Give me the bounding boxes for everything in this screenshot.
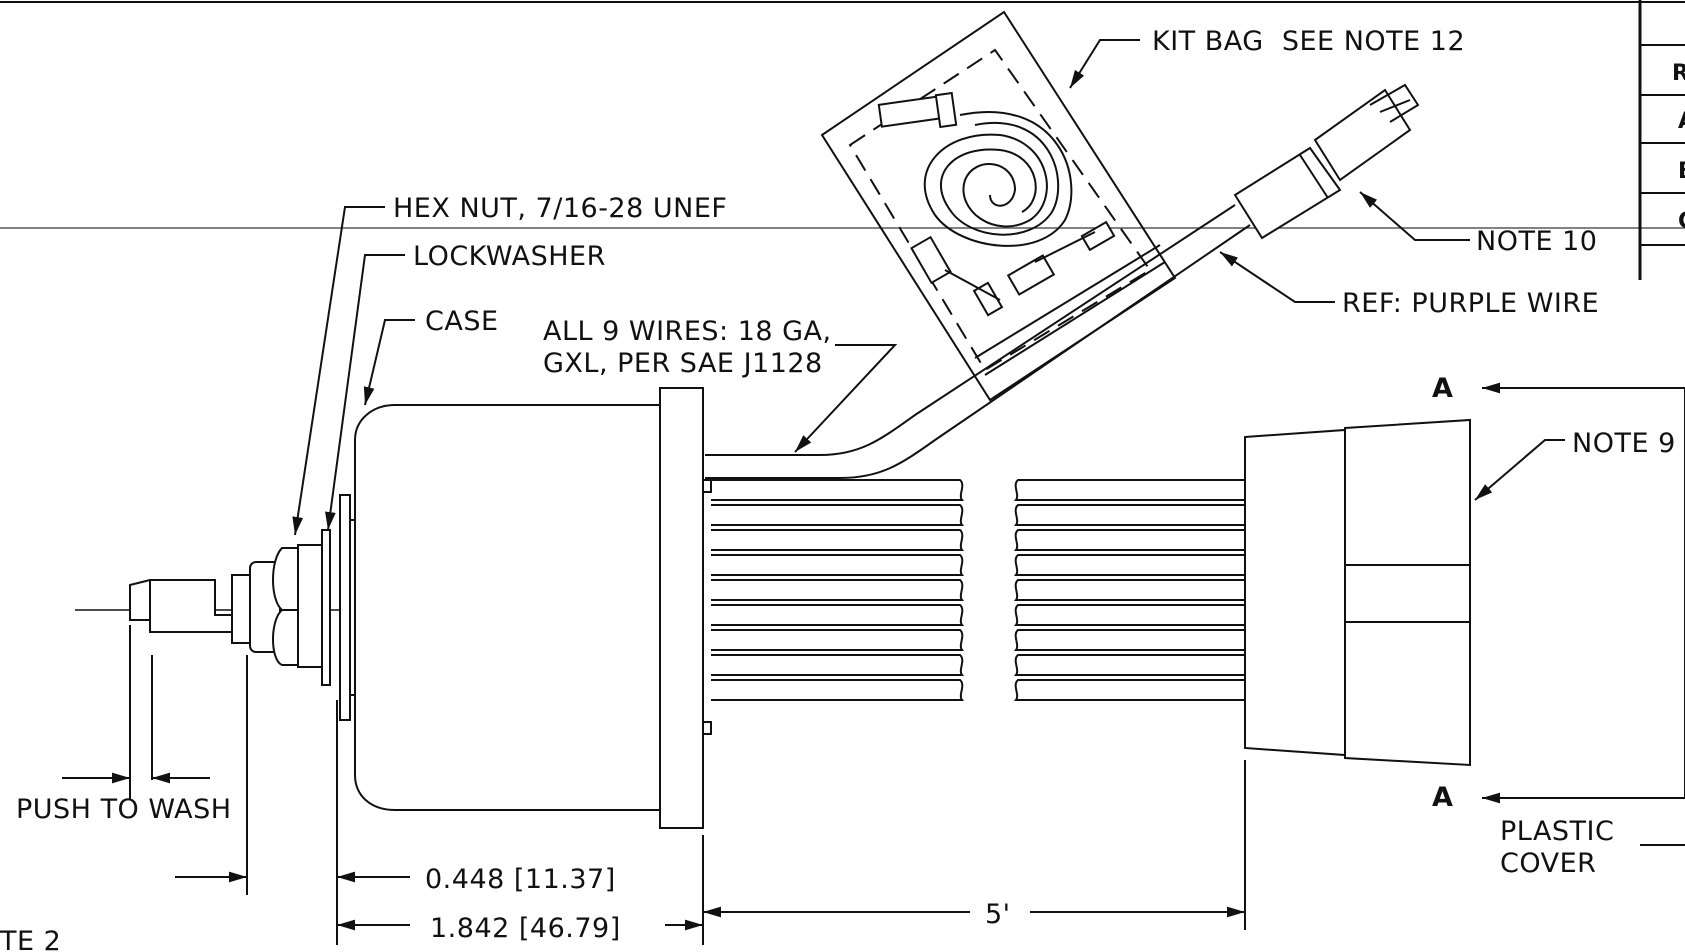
- hex-nut-label: HEX NUT, 7/16-28 UNEF: [393, 193, 727, 224]
- wire-bundle-far: [1013, 479, 1245, 701]
- wire-segment: [711, 679, 965, 701]
- wire-segment: [1013, 579, 1245, 601]
- wires-spec-label: GXL, PER SAE J1128: [543, 348, 823, 379]
- purple-wire-lead: [705, 83, 1420, 479]
- dimension-lead-label: 5': [985, 899, 1011, 930]
- wire-segment: [1013, 479, 1245, 501]
- lockwasher-label: LOCKWASHER: [413, 241, 606, 272]
- purple-wire-label: REF: PURPLE WIRE: [1342, 288, 1599, 319]
- title-block-row-letter: A: [1678, 109, 1685, 134]
- plastic-cover-label: COVER: [1500, 848, 1596, 879]
- wire-segment: [1013, 529, 1245, 551]
- wire-segment: [711, 604, 965, 626]
- wire-segment: [711, 629, 965, 651]
- title-block-row-letter: R: [1672, 61, 1685, 86]
- dimension-body-label: 1.842 [46.79]: [430, 913, 621, 944]
- dimension-flange-label: 0.448 [11.37]: [425, 864, 616, 895]
- wire-segment: [1013, 679, 1245, 701]
- title-block-row-letter: C: [1678, 209, 1685, 234]
- wires-spec-label: ALL 9 WIRES: 18 GA,: [543, 316, 832, 347]
- section-a-label: A: [1432, 373, 1453, 404]
- push-to-wash-label: PUSH TO WASH: [16, 794, 232, 825]
- wire-segment: [1013, 504, 1245, 526]
- connector-housing: [1244, 418, 1471, 767]
- note-10-label: NOTE 10: [1476, 226, 1597, 257]
- wire-bundle-near: [711, 479, 965, 701]
- switch-body: [75, 387, 712, 829]
- wire-segment: [1013, 554, 1245, 576]
- dimensions: [62, 625, 1246, 945]
- wire-segment: [711, 554, 965, 576]
- plastic-cover-label: PLASTIC: [1500, 816, 1614, 847]
- wire-segment: [711, 529, 965, 551]
- wire-segment: [1013, 629, 1245, 651]
- title-block-fragment: R A B C: [1638, 0, 1685, 280]
- title-block-row-letter: B: [1678, 159, 1685, 184]
- kit-bag: [820, 10, 1177, 402]
- leaders: [292, 39, 1685, 846]
- section-a-a: A A: [1432, 373, 1685, 813]
- case-label: CASE: [425, 306, 499, 337]
- wire-segment: [711, 504, 965, 526]
- wire-segment: [1013, 654, 1245, 676]
- wire-segment: [711, 479, 965, 501]
- note-9-label: NOTE 9: [1572, 428, 1676, 459]
- partial-note-label: TE 2: [0, 926, 61, 952]
- wire-segment: [711, 579, 965, 601]
- wire-segment: [1013, 604, 1245, 626]
- kit-bag-label: KIT BAG SEE NOTE 12: [1152, 26, 1465, 57]
- labels: KIT BAG SEE NOTE 12 HEX NUT, 7/16-28 UNE…: [0, 26, 1676, 952]
- wire-segment: [711, 654, 965, 676]
- section-a-label: A: [1432, 782, 1453, 813]
